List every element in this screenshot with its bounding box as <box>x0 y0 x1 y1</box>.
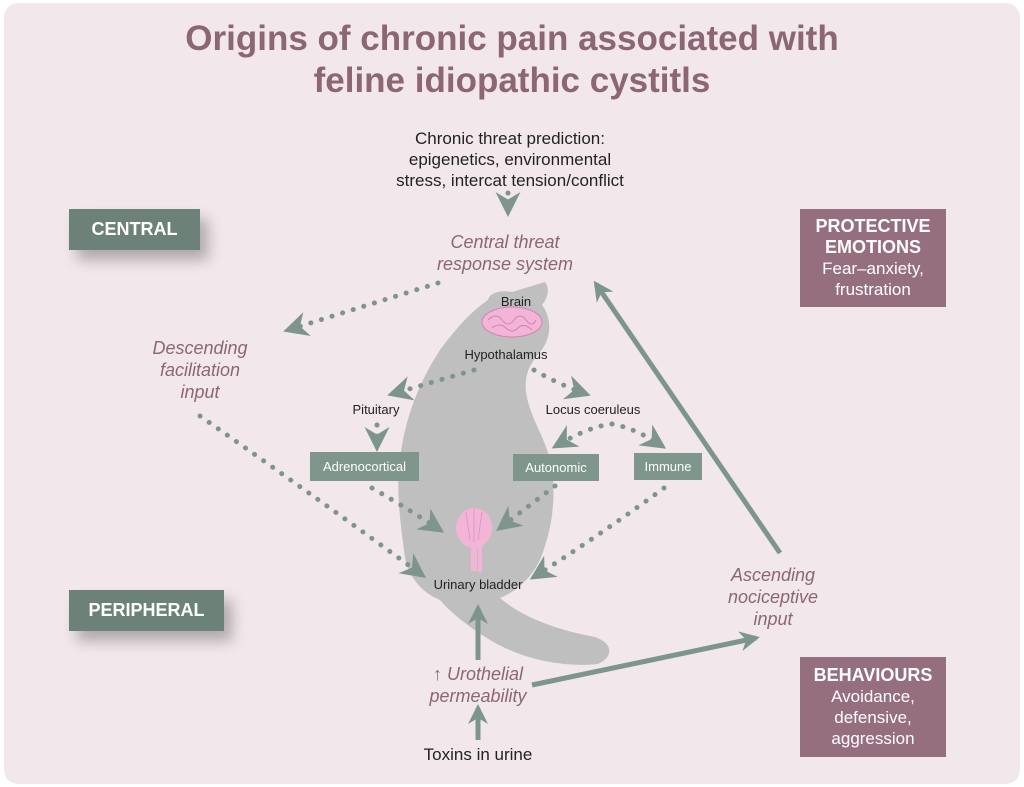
arrow-central-to-descending <box>283 280 441 336</box>
central-threat-line-1: Central threat <box>450 232 560 252</box>
arrow-descending-to-bladder <box>197 413 427 578</box>
pituitary-label: Pituitary <box>352 402 400 417</box>
protective-emotions-box: PROTECTIVE EMOTIONS Fear–anxiety, frustr… <box>800 209 946 307</box>
ascending-line-1: Ascending <box>730 565 816 585</box>
ascending-line-2: nociceptive <box>727 587 819 607</box>
arrow-immune-to-bladder <box>529 485 667 580</box>
behaviours-line-2: defensive, <box>834 708 912 727</box>
threat-line-2: epigenetics, environmental <box>408 150 612 169</box>
urinary-bladder-label: Urinary bladder <box>433 577 523 592</box>
autonomic-box: Autonomic <box>513 454 599 481</box>
bladder-icon <box>456 508 492 572</box>
arrow-autonomic-to-bladder <box>496 483 558 532</box>
protective-line-2: frustration <box>835 280 911 299</box>
diagram-title: Origins of chronic pain associated with … <box>0 18 1024 102</box>
locus-coeruleus-label: Locus coeruleus <box>545 402 641 417</box>
ascending-nociceptive-label: Ascending nociceptive input <box>693 564 853 630</box>
immune-box: Immune <box>634 453 702 480</box>
descending-line-2: facilitation <box>159 360 241 380</box>
behaviours-box: BEHAVIOURS Avoidance, defensive, aggress… <box>800 657 946 757</box>
adrenocortical-box: Adrenocortical <box>310 452 419 481</box>
threat-prediction-text: Chronic threat prediction: epigenetics, … <box>360 128 660 191</box>
hypothalamus-label: Hypothalamus <box>464 347 548 362</box>
urothelial-permeability-label: ↑ Urothelial permeability <box>398 663 558 707</box>
title-line-2: feline idiopathic cystitls <box>313 61 711 100</box>
brain-icon <box>481 306 543 338</box>
central-label: CENTRAL <box>69 209 200 250</box>
threat-line-1: Chronic threat prediction: <box>415 129 605 148</box>
protective-heading-2: EMOTIONS <box>824 237 921 257</box>
central-threat-line-2: response system <box>436 254 574 274</box>
toxins-in-urine-label: Toxins in urine <box>423 745 533 764</box>
descending-facilitation-label: Descending facilitation input <box>120 337 280 403</box>
urothelial-line-1: Urothelial <box>446 664 524 684</box>
protective-heading-1: PROTECTIVE <box>815 216 931 236</box>
brain-label: Brain <box>500 294 532 309</box>
arrow-urothelial-to-ascending <box>531 631 760 688</box>
protective-line-1: Fear–anxiety, <box>822 259 924 278</box>
behaviours-heading: BEHAVIOURS <box>813 665 933 685</box>
descending-line-1: Descending <box>152 338 248 358</box>
central-threat-response-label: Central threat response system <box>405 231 605 275</box>
arrow-locus-to-autonomic <box>551 421 615 449</box>
urothelial-line-2: permeability <box>429 686 527 706</box>
behaviours-line-1: Avoidance, <box>831 687 915 706</box>
title-line-1: Origins of chronic pain associated with <box>185 19 839 58</box>
arrow-locus-to-immune <box>609 421 667 449</box>
increase-arrow-icon: ↑ <box>432 664 442 684</box>
arrow-ascending-to-central <box>593 280 783 555</box>
threat-line-3: stress, intercat tension/conflict <box>396 171 624 190</box>
descending-line-3: input <box>180 382 220 402</box>
ascending-line-3: input <box>753 609 793 629</box>
behaviours-line-3: aggression <box>831 729 915 748</box>
peripheral-label: PERIPHERAL <box>69 590 224 631</box>
arrow-hypothalamus-to-pituitary <box>387 367 477 401</box>
arrow-hypothalamus-to-locus <box>531 367 591 400</box>
